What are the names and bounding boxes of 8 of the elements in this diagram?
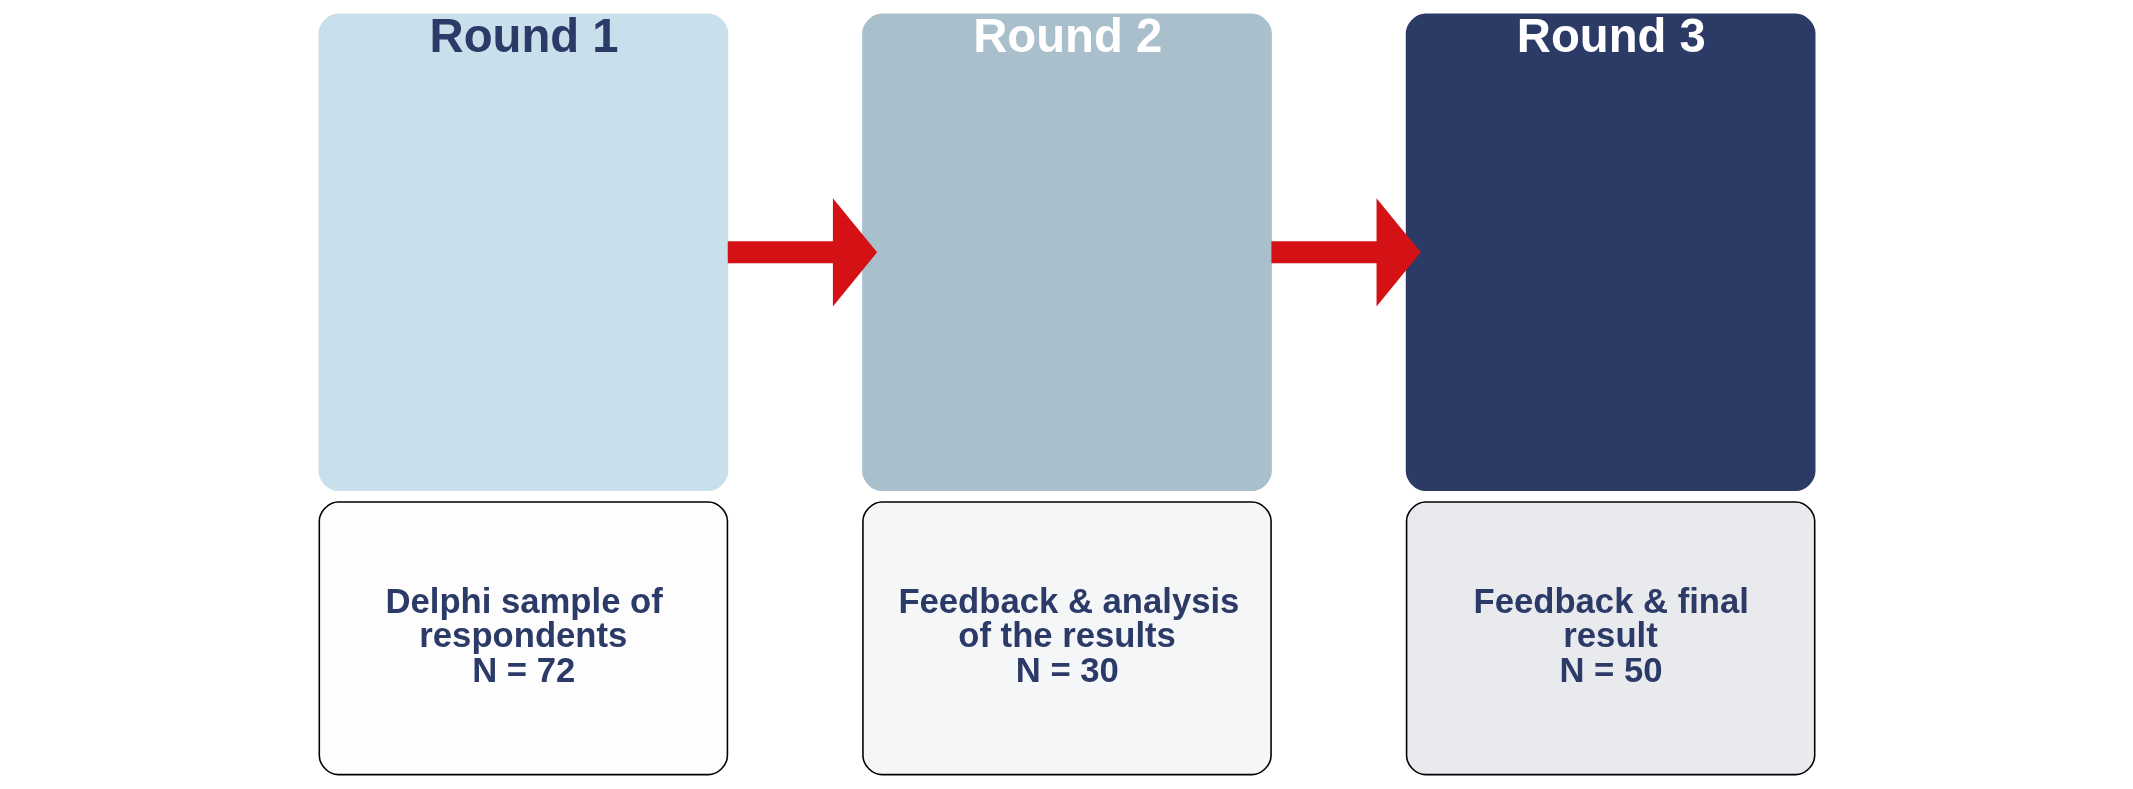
arrow xyxy=(727,198,877,307)
node-box: Round 2 xyxy=(861,13,1272,492)
node-box: Round 3 xyxy=(1405,13,1815,492)
node-box: Delphi sample of respondents N = 72 xyxy=(318,501,728,776)
node-box: Feedback & final result N = 50 xyxy=(1405,501,1815,776)
arrow xyxy=(1270,198,1421,307)
node-box: Feedback & analysis of the results N = 30 xyxy=(861,501,1272,776)
node-box: Round 1 xyxy=(318,13,728,492)
